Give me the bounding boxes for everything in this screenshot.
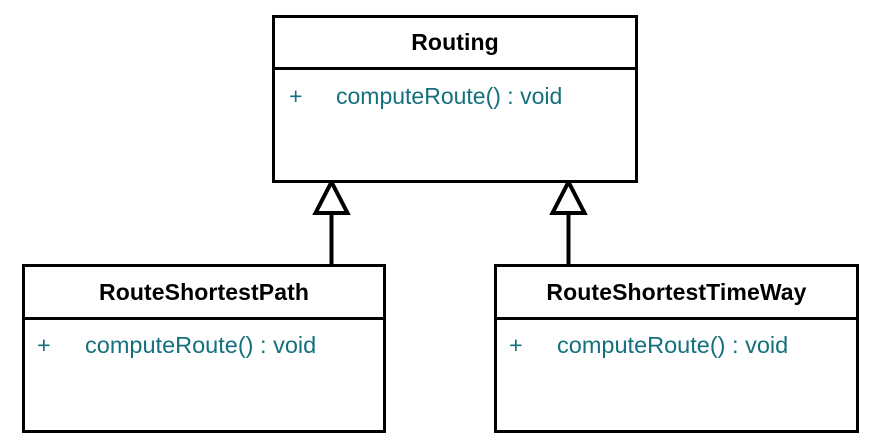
uml-class-name-routing: Routing: [275, 18, 635, 70]
uml-member-row: + computeRoute() : void: [497, 332, 856, 359]
generalization-edge-route-shortest-path-to-routing[interactable]: [300, 177, 364, 266]
uml-class-routing[interactable]: Routing + computeRoute() : void: [272, 15, 638, 183]
uml-member-signature: computeRoute() : void: [336, 83, 563, 109]
uml-class-name-route-shortest-time-way: RouteShortestTimeWay: [497, 267, 856, 320]
uml-class-route-shortest-time-way[interactable]: RouteShortestTimeWay + computeRoute() : …: [494, 264, 859, 433]
uml-member-signature: computeRoute() : void: [557, 332, 789, 358]
hollow-triangle-arrowhead-icon: [312, 177, 351, 215]
uml-member-signature: computeRoute() : void: [85, 332, 317, 358]
uml-member-row: + computeRoute() : void: [25, 332, 383, 359]
hollow-triangle-arrowhead-icon: [549, 177, 588, 215]
uml-class-members-route-shortest-time-way: + computeRoute() : void: [497, 320, 856, 430]
uml-member-visibility: +: [289, 83, 303, 109]
uml-class-name-route-shortest-path: RouteShortestPath: [25, 267, 383, 320]
uml-member-visibility: +: [37, 332, 51, 358]
uml-class-route-shortest-path[interactable]: RouteShortestPath + computeRoute() : voi…: [22, 264, 386, 433]
generalization-arrow-left: [312, 177, 351, 266]
generalization-edge-route-shortest-time-way-to-routing[interactable]: [537, 177, 601, 266]
generalization-arrow-right: [549, 177, 588, 266]
uml-class-members-routing: + computeRoute() : void: [275, 70, 635, 180]
uml-class-members-route-shortest-path: + computeRoute() : void: [25, 320, 383, 430]
uml-member-row: + computeRoute() : void: [275, 83, 635, 110]
uml-member-visibility: +: [509, 332, 523, 358]
